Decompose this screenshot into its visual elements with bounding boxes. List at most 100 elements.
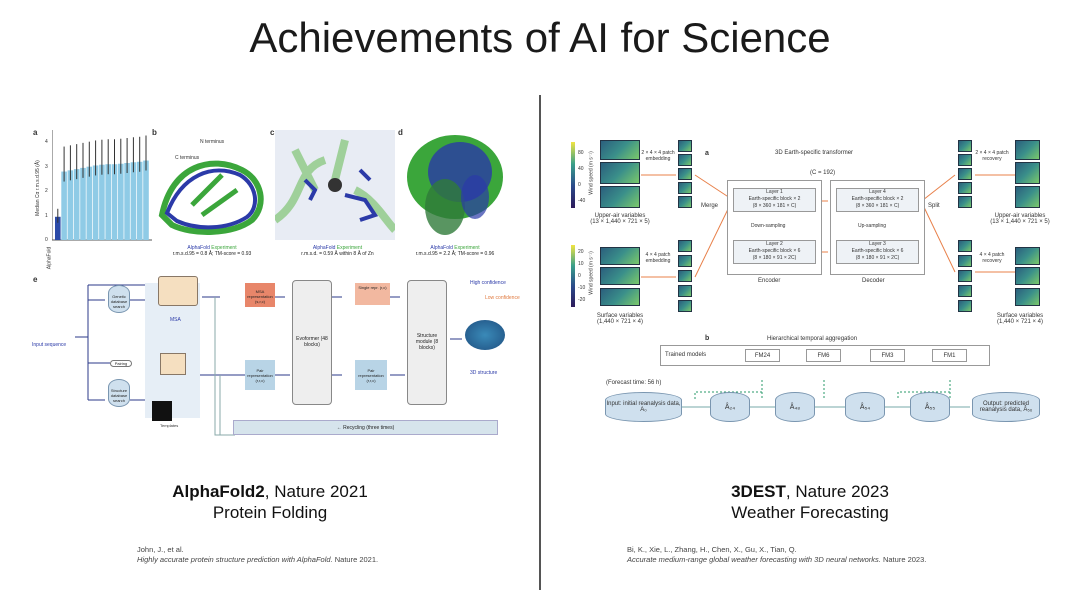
pair-repr-out-box: Pair representation (r,r,c) [355,360,387,390]
tick: -20 [578,297,586,303]
layer-shape: (8 × 180 × 91 × 2C) [752,255,797,261]
model-fm3: FM3 [870,349,905,362]
transformer-title: 3D Earth-specific transformer [775,150,854,156]
bar [67,170,74,240]
surface-vars-dims: (1,440 × 721 × 4) [996,319,1044,325]
down-sampling-label: Down-sampling [751,223,786,229]
panel-label-e: e [33,275,38,284]
legend-alphafold: AlphaFold [312,245,336,251]
pair-representation-box: Pair representation (r,r,c) [245,360,275,390]
layer-name: Layer 1 [766,189,783,195]
patch-token [678,255,692,267]
layer-name: Layer 2 [766,241,783,247]
step-cylinder-3: Â₅₄ [845,392,885,422]
alphafold-subtitle: Protein Folding [212,503,328,522]
bar [99,164,105,240]
patch-token [678,182,692,194]
surface-colorbar [571,245,575,307]
patch-token [958,285,972,297]
bar [92,165,99,240]
bar [86,166,93,240]
patch-token [958,240,972,252]
upper-embed-label: 2 × 4 × 4 patch embedding [641,150,675,162]
tick: -10 [578,285,586,291]
reference-authors: John, J., et al. [137,545,184,554]
patch-token [678,285,692,297]
structure-module-label: Structure module (8 blocks) [415,333,439,351]
patch-token [678,240,692,252]
layer-shape: (8 × 360 × 181 × C) [855,203,900,209]
legend-alphafold: AlphaFold [187,245,210,251]
caption-venue: , Nature 2023 [785,482,889,501]
decoder-label: Decoder [862,278,885,284]
legend-experiment: Experiment [454,245,480,251]
low-confidence-label: Low confidence [485,295,520,301]
pairing-box: Pairing [110,360,132,367]
3d-structure-label: 3D structure [470,370,498,376]
layer-block: Earth-specific block × 2 [851,196,904,202]
caption-model-name: AlphaFold2 [172,482,265,501]
output-cylinder: Output: predicted reanalysis data, Â₅₆ [972,392,1040,422]
slide-title: Achievements of AI for Science [249,14,831,61]
upper-vars-name: Upper-air variables [594,213,646,219]
upper-air-output-cube [1015,162,1040,184]
legend-experiment: Experiment [211,245,237,251]
surface-vars-label: Surface variables(1,440 × 721 × 4) [575,313,665,325]
alphafold-caption: AlphaFold2, Nature 2021 [60,481,480,502]
legend-alphafold: AlphaFold [430,245,453,251]
reference-venue: Nature 2021. [332,555,379,564]
evoformer-label: Evoformer (48 blocks) [296,336,328,348]
upper-vars-label: Upper-air variables(13 × 1,440 × 721 × 5… [575,213,665,225]
pair-template-thumbnail [160,353,186,375]
bar-ytick: 2 [45,188,48,195]
layer-block: Earth-specific block × 6 [851,248,904,254]
3dest-reference: Bi, K., Xie, L., Zhang, H., Chen, X., Gu… [627,545,926,565]
reference-title: Highly accurate protein structure predic… [137,555,333,564]
surface-vars-name: Surface variables [596,313,644,319]
tick: 40 [578,166,584,172]
hta-title: Hierarchical temporal aggregation [767,336,858,342]
upper-air-cube [600,186,640,208]
panel-label-a: a [33,128,38,137]
patch-token [678,270,692,282]
surface-vars-output-label: Surface variables(1,440 × 721 × 4) [980,313,1060,325]
msa-label: MSA [170,317,181,323]
genetic-db-cylinder: Genetic database search [108,285,130,313]
bar [118,163,124,240]
surface-embed-label: 4 × 4 patch embedding [645,252,671,264]
pairing-label: Pairing [114,361,128,366]
templates-label: Templates [160,423,179,428]
input-cylinder: Input: initial reanalysis data, A₀ [605,392,682,422]
panel-label-a: a [705,150,709,157]
3dest-caption: 3DEST, Nature 2023 [600,481,1020,502]
step-cylinder-1: Â₂₄ [710,392,750,422]
templates-thumbnail [152,401,172,421]
step-cylinder-4: Â₅₅ [910,392,950,422]
recycling-bar: ← Recycling (three times) [233,420,498,435]
model-fm24: FM24 [745,349,780,362]
column-divider [539,95,541,590]
pair-representation-label: Pair representation (r,r,c) [247,368,273,383]
patch-token [678,154,692,166]
msa-representation-label: MSA representation (s,r,c) [247,289,273,304]
bar [111,164,118,240]
patch-token [958,196,972,208]
patch-token [678,140,692,152]
surface-vars-name: Surface variables [996,313,1044,319]
bar-ytick: 3 [45,163,48,170]
model-fm6: FM6 [806,349,841,362]
upper-recovery-label: 2 × 4 × 4 patch recovery [975,150,1009,162]
reference-title: Accurate medium-range global weather for… [627,555,881,564]
bar [136,161,143,240]
high-confidence-label: High confidence [470,280,506,286]
bar-first-label: AlphaFold [46,246,53,270]
bar [80,167,86,240]
surface-output-slice [1015,267,1040,285]
patch-token [678,300,692,312]
encoder-label: Encoder [758,278,781,284]
